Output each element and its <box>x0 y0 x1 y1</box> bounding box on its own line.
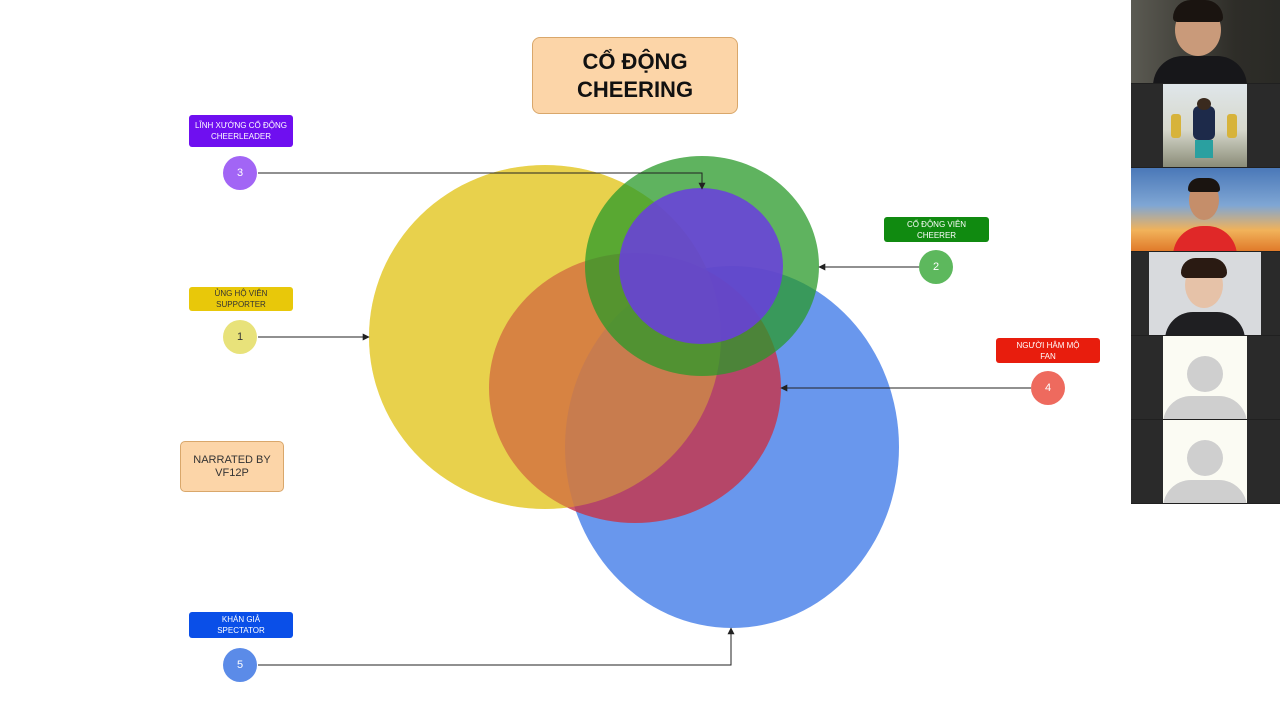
fan-label: NGƯỜI HÂM MỘ FAN <box>996 338 1100 363</box>
participant-tile-3[interactable] <box>1131 168 1280 251</box>
cheerleader-label-en: CHEERLEADER <box>210 132 271 141</box>
connector-cheerleader <box>258 172 706 190</box>
fan-number: 4 <box>1044 382 1052 394</box>
title-line-1: CỔ ĐỘNG <box>582 48 688 74</box>
narrated-line-2: VF12P <box>215 466 249 479</box>
supporter-number: 1 <box>236 331 244 343</box>
spectator-label: KHÁN GIẢ SPECTATOR <box>189 612 293 638</box>
supporter-label: ỦNG HỘ VIÊN SUPPORTER <box>189 287 293 311</box>
participant-tile-2[interactable] <box>1131 84 1280 167</box>
spectator-label-en: SPECTATOR <box>217 626 265 635</box>
fan-number-badge: 4 <box>1031 371 1065 405</box>
narrated-by-box: NARRATED BY VF12P <box>180 441 284 492</box>
cheerleader-number: 3 <box>236 167 244 179</box>
fan-label-en: FAN <box>1040 351 1056 361</box>
cheerleader-label-vi: LĨNH XƯỚNG CỔ ĐỘNG <box>195 121 287 130</box>
participants-sidebar <box>1131 0 1280 504</box>
spectator-label-vi: KHÁN GIẢ <box>221 615 261 624</box>
supporter-label-en: SUPPORTER <box>216 300 266 309</box>
participant-tile-6[interactable] <box>1131 420 1280 503</box>
participant-tile-1[interactable] <box>1131 0 1280 83</box>
fan-label-vi: NGƯỜI HÂM MỘ <box>1016 340 1080 350</box>
spectator-number-badge: 5 <box>223 648 257 682</box>
cheerer-label: CỔ ĐỘNG VIÊN CHEERER <box>884 217 989 242</box>
spectator-number: 5 <box>236 659 244 671</box>
participant-tile-5[interactable] <box>1131 336 1280 419</box>
cheerleader-label: LĨNH XƯỚNG CỔ ĐỘNG CHEERLEADER <box>189 115 293 147</box>
cheerleader-number-badge: 3 <box>223 156 257 190</box>
narrated-line-1: NARRATED BY <box>193 453 271 466</box>
cheerer-label-vi: CỔ ĐỘNG VIÊN <box>906 219 967 229</box>
cheerer-number-badge: 2 <box>919 250 953 284</box>
title-line-2: CHEERING <box>576 76 694 102</box>
supporter-label-vi: ỦNG HỘ VIÊN <box>214 289 268 298</box>
cheerleader-circle <box>619 188 783 344</box>
connector-spectator <box>258 627 735 666</box>
diagram-title: CỔ ĐỘNG CHEERING <box>532 37 738 114</box>
participant-tile-4[interactable] <box>1131 252 1280 335</box>
cheerer-label-en: CHEERER <box>916 230 957 240</box>
supporter-number-badge: 1 <box>223 320 257 354</box>
cheerer-number: 2 <box>932 261 940 273</box>
